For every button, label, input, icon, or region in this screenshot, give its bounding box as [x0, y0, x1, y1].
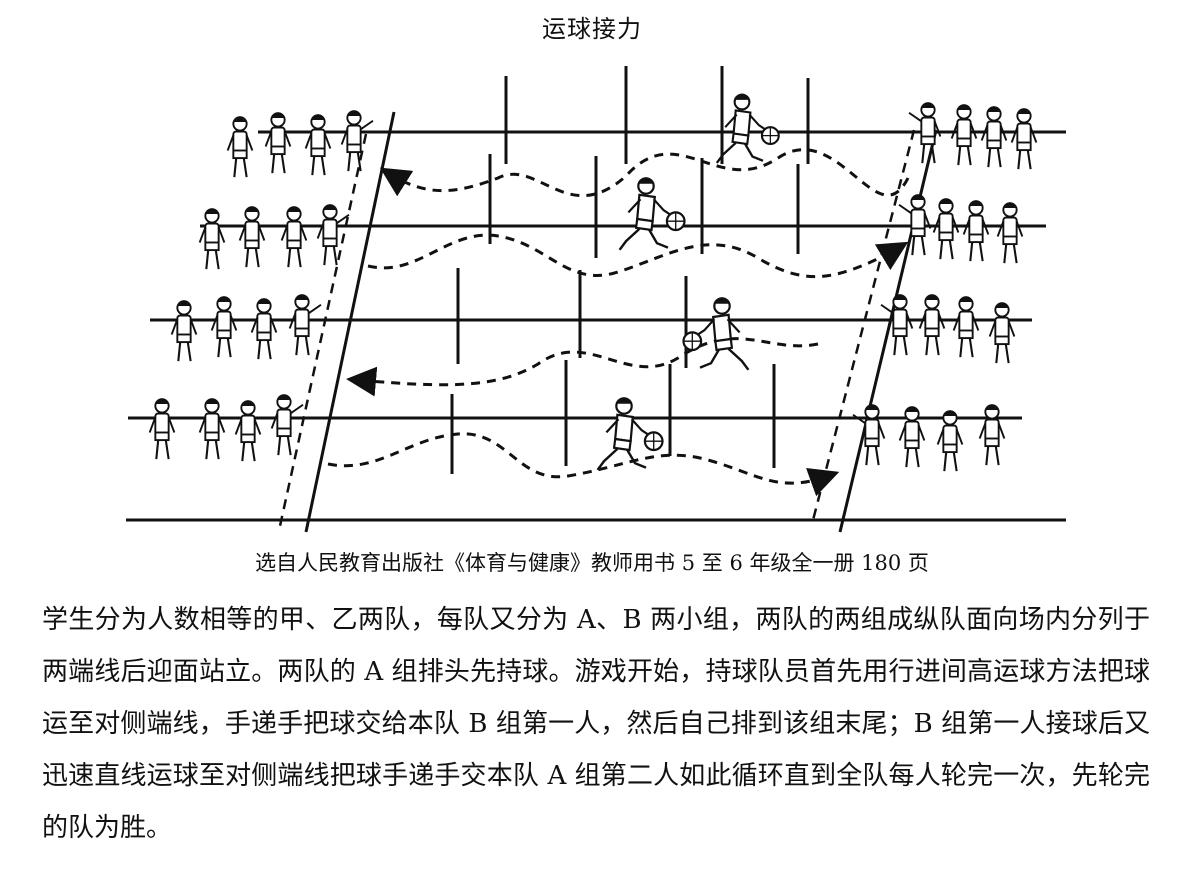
end-lines [278, 111, 938, 533]
marker-poles [450, 66, 810, 474]
figure-caption: 选自人民教育出版社《体育与健康》教师用书 5 至 6 年级全一册 180 页 [255, 551, 929, 575]
dribble-paths [327, 148, 910, 497]
rules-paragraph-container: 学生分为人数相等的甲、乙两队，每队又分为 A、B 两小组，两队的两组成纵队面向场… [42, 594, 1150, 854]
left-team-students [148, 109, 375, 463]
relay-illustration [118, 58, 1066, 536]
rules-paragraph: 学生分为人数相等的甲、乙两队，每队又分为 A、B 两小组，两队的两组成纵队面向场… [42, 605, 1150, 843]
illustration-title: 运球接力 [542, 15, 642, 43]
relay-court-drawing [126, 66, 1066, 533]
right-team-students [851, 101, 1038, 473]
